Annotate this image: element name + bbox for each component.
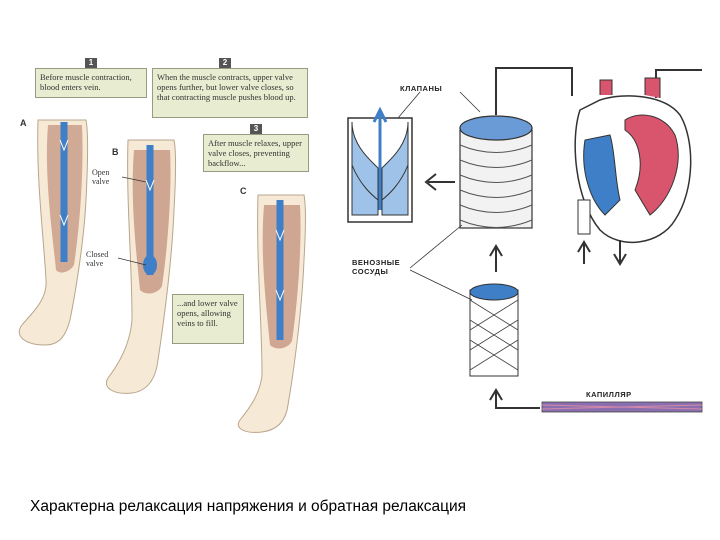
- venule-mesh: [469, 283, 519, 377]
- step-2-badge: 2: [219, 58, 231, 68]
- letter-a: A: [20, 118, 27, 128]
- leg-b: [106, 139, 176, 394]
- step-3-text: After muscle relaxes, upper valve closes…: [203, 134, 309, 172]
- step-2-text: When the muscle contracts, upper valve o…: [152, 68, 308, 118]
- letter-c: C: [240, 186, 247, 196]
- label-venous-vessels: ВЕНОЗНЫЕ СОСУДЫ: [352, 258, 401, 276]
- arrow-return: [489, 388, 540, 409]
- lower-valve-note: ...and lower valve opens, allowing veins…: [172, 294, 244, 344]
- label-closed-valve: Closed valve: [86, 250, 109, 268]
- arrow-up-heart: [577, 240, 591, 264]
- vein-valve-section: [347, 106, 413, 223]
- arrow-left: [424, 173, 455, 191]
- label-capillary: КАПИЛЛЯР: [586, 390, 632, 399]
- caption: Характерна релаксация напряжения и обрат…: [30, 498, 467, 515]
- ribbed-vein: [459, 115, 533, 229]
- connector-line: [495, 67, 573, 115]
- step-3-badge: 3: [250, 124, 262, 134]
- leg-c: [237, 194, 306, 433]
- heart: [574, 77, 692, 244]
- arrow-down-heart: [613, 240, 627, 266]
- arrow-up-1: [489, 244, 503, 272]
- step-1-text: Before muscle contraction, blood enters …: [35, 68, 147, 98]
- letter-b: B: [112, 147, 119, 157]
- label-valves: КЛАПАНЫ: [400, 84, 443, 93]
- leg-a: [18, 119, 88, 346]
- label-open-valve: Open valve: [92, 168, 110, 186]
- step-1-badge: 1: [85, 58, 97, 68]
